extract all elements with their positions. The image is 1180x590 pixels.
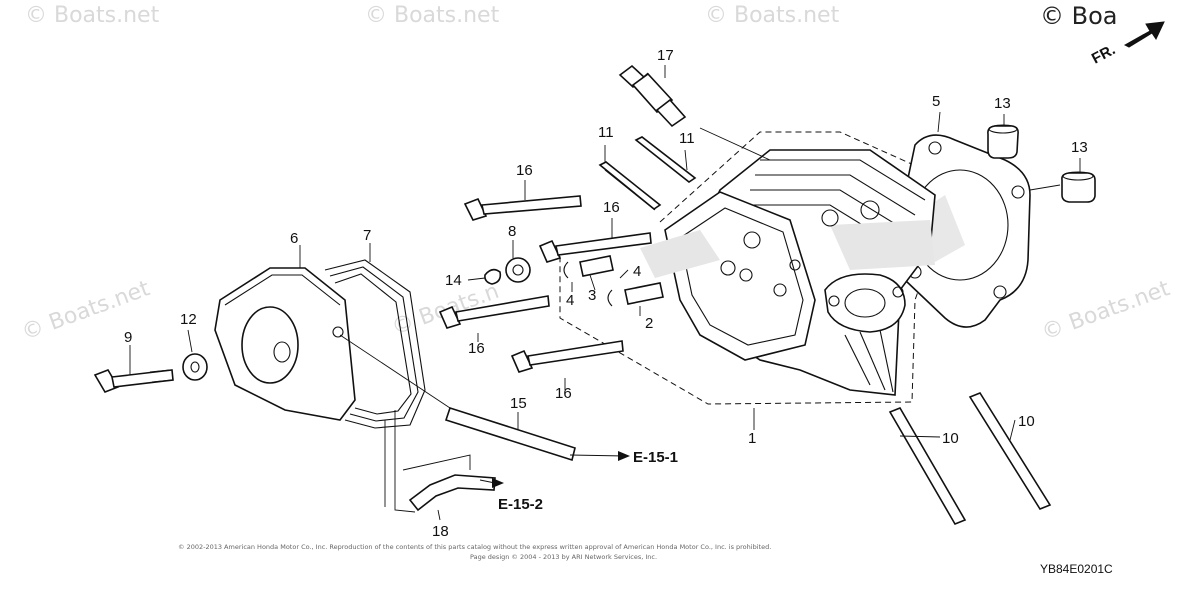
watermark-top-center: © Boats.net (365, 3, 500, 28)
callout-15: 15 (510, 395, 527, 412)
dowel-pins (987, 124, 1096, 203)
callout-10-right: 10 (1018, 413, 1035, 430)
callout-labels: 17 11 11 16 16 5 13 13 10 10 1 6 7 12 9 … (124, 47, 1088, 540)
copyright-line-1: © 2002-2013 American Honda Motor Co., In… (178, 543, 771, 551)
valve-cover-gasket (324, 259, 426, 429)
diagram-code: YB84E0201C (1040, 562, 1113, 576)
flange-bolts-16 (438, 195, 652, 373)
callout-16-left: 16 (468, 340, 485, 357)
callout-2: 2 (645, 315, 653, 332)
reference-e-15-2: E-15-2 (498, 496, 543, 513)
long-studs-10 (888, 392, 1052, 525)
callout-16-bottom: 16 (555, 385, 572, 402)
callout-8: 8 (508, 223, 516, 240)
watermark-top-left: © Boats.net (25, 3, 160, 28)
watermark-corner: © Boa (1040, 2, 1117, 30)
stud-bolts-11 (598, 136, 697, 211)
callout-11-right: 11 (679, 130, 695, 147)
callout-13-top: 13 (994, 95, 1011, 112)
cover-bolt-and-washer (93, 353, 208, 393)
small-valve-parts (484, 255, 664, 307)
callout-9: 9 (124, 329, 132, 346)
front-arrow-icon (1123, 21, 1165, 48)
rocker-cover-frame (640, 191, 816, 361)
callout-12: 12 (180, 311, 197, 328)
ref-arrow-e15-1-icon (618, 451, 630, 461)
front-label: FR. (1089, 41, 1118, 67)
callout-14: 14 (445, 272, 462, 289)
callout-4-right: 4 (633, 263, 641, 280)
valve-cover (214, 267, 356, 421)
watermark-mid-left: © Boats.net (19, 276, 154, 346)
callout-7: 7 (363, 227, 371, 244)
callout-3: 3 (588, 287, 596, 304)
breather-hose (408, 474, 496, 512)
callout-16-top: 16 (516, 162, 533, 179)
copyright-line-2: Page design © 2004 - 2013 by ARI Network… (470, 553, 657, 561)
callout-17: 17 (657, 47, 674, 64)
callout-4-left: 4 (566, 292, 574, 309)
callout-10-left: 10 (942, 430, 959, 447)
breather-tube (444, 406, 576, 462)
callout-5: 5 (932, 93, 940, 110)
ref-arrow-e15-2-icon (492, 478, 504, 488)
callout-1: 1 (748, 430, 756, 447)
callout-11-left: 11 (598, 124, 614, 141)
callout-6: 6 (290, 230, 298, 247)
watermark-top-right: © Boats.net (705, 3, 840, 28)
spark-plug (618, 64, 687, 128)
callout-16-upper: 16 (603, 199, 620, 216)
callout-18: 18 (432, 523, 449, 540)
watermark-far-right: © Boats.net (1039, 276, 1174, 346)
reference-e-15-1: E-15-1 (633, 449, 678, 466)
leader-lines (129, 65, 1081, 521)
callout-13-right: 13 (1071, 139, 1088, 156)
